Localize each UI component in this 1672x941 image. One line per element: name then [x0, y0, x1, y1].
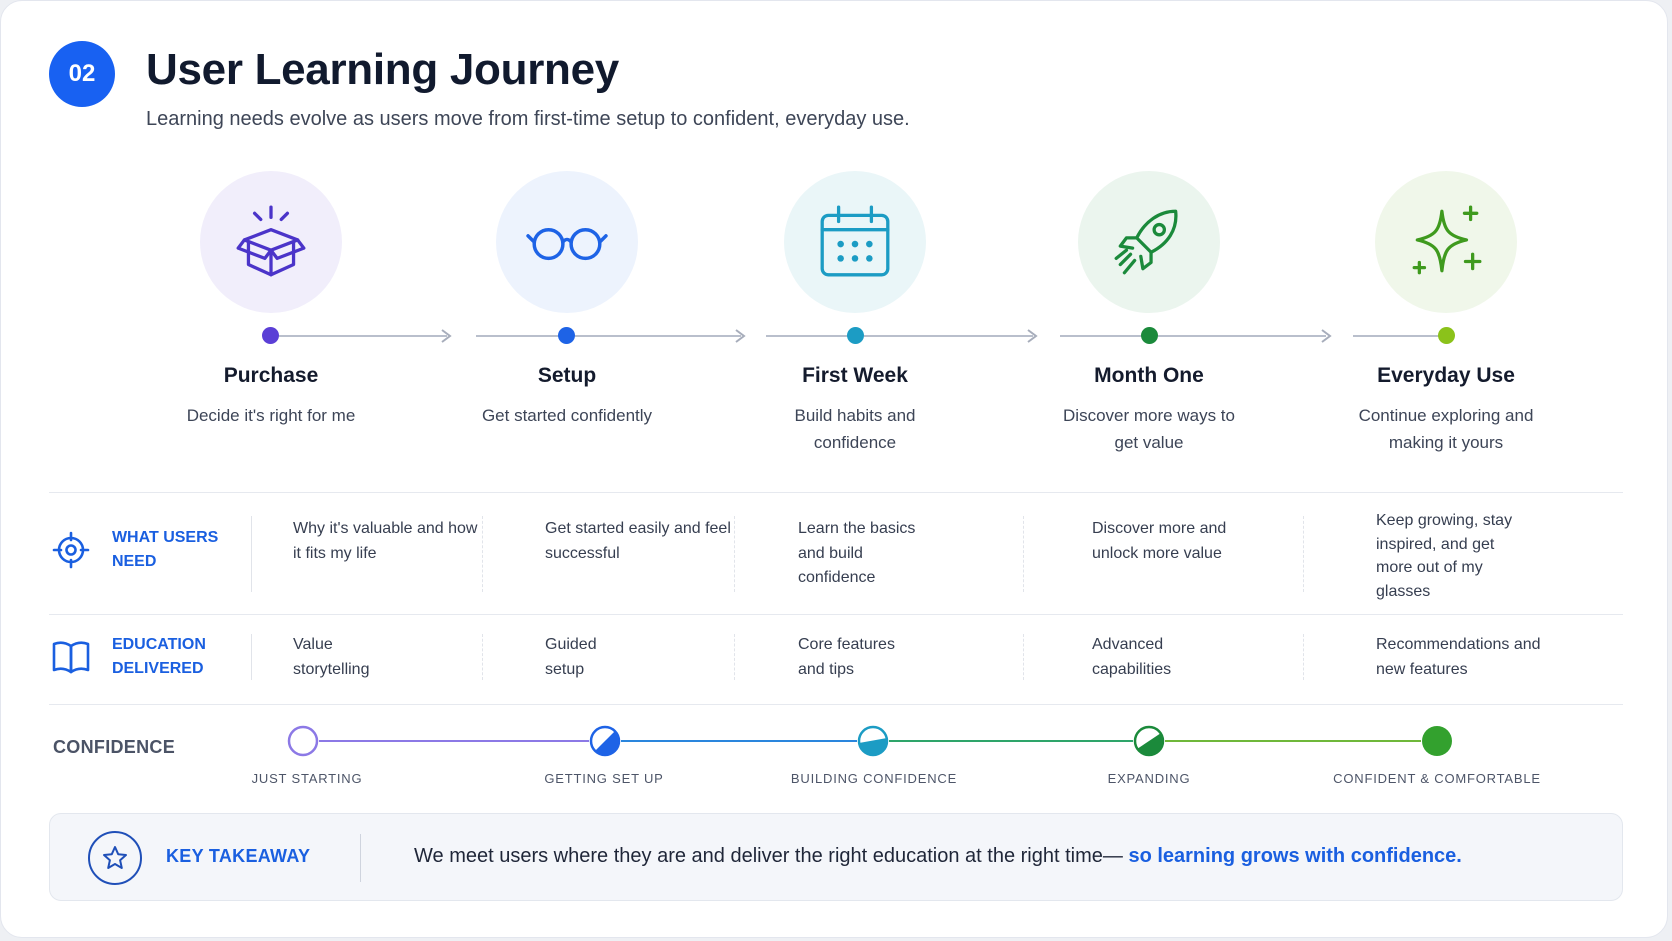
arrow-right-icon — [1321, 329, 1332, 343]
divider — [49, 492, 1623, 493]
confidence-caption: BUILDING CONFIDENCE — [790, 771, 958, 786]
book-icon — [49, 634, 94, 680]
column-separator — [482, 634, 483, 680]
confidence-caption: EXPANDING — [1107, 771, 1191, 786]
stage-everyday-use: Everyday Use Continue exploring and maki… — [1296, 171, 1596, 452]
column-separator — [734, 516, 735, 592]
divider — [360, 834, 361, 882]
column-separator — [251, 634, 252, 680]
education-cell: Value storytelling — [293, 636, 370, 678]
needs-cell: Get started easily and feel successful — [545, 520, 731, 562]
page-title: User Learning Journey — [146, 45, 619, 94]
education-cell: Core features and tips — [798, 636, 895, 678]
divider — [49, 704, 1623, 705]
confidence-connector — [319, 740, 589, 742]
confidence-level-dot — [589, 725, 621, 757]
stage-description: Get started confidently — [481, 406, 653, 425]
confidence-caption: JUST STARTING — [251, 771, 363, 786]
arrow-right-icon — [441, 329, 452, 343]
needs-cell: Why it's valuable and how it fits my lif… — [293, 520, 478, 562]
timeline-dot — [1438, 327, 1455, 344]
timeline-connector — [1353, 335, 1446, 337]
confidence-connector — [621, 740, 857, 742]
stage-month-one: Month One Discover more ways to get valu… — [999, 171, 1299, 452]
stage-description: Discover more ways to get value — [1063, 406, 1235, 452]
timeline-dot — [558, 327, 575, 344]
stage-setup: Setup Get started confidently — [417, 171, 717, 425]
stage-name: Month One — [1094, 364, 1204, 387]
stage-description: Decide it's right for me — [186, 406, 356, 425]
confidence-connector — [1165, 740, 1421, 742]
stage-icon-circle — [784, 171, 926, 313]
timeline-connector — [1158, 335, 1326, 337]
column-separator — [1023, 516, 1024, 592]
key-takeaway-label: KEY TAKEAWAY — [166, 846, 311, 866]
stage-name: First Week — [802, 364, 908, 387]
timeline-connector — [1060, 335, 1148, 337]
arrow-right-icon — [1027, 329, 1038, 343]
rocket-icon — [1114, 209, 1178, 275]
confidence-caption: GETTING SET UP — [544, 771, 664, 786]
confidence-level-dot — [1422, 726, 1452, 756]
stage-icon-circle — [496, 171, 638, 313]
open-box-icon — [236, 205, 306, 277]
confidence-connector — [889, 740, 1133, 742]
stage-name: Purchase — [223, 364, 319, 387]
timeline-connector — [864, 335, 1033, 337]
confidence-level-dot — [287, 725, 319, 757]
column-separator — [482, 516, 483, 592]
timeline-connector — [476, 335, 565, 337]
confidence-caption: CONFIDENT & COMFORTABLE — [1333, 771, 1541, 786]
key-takeaway-text: We meet users where they are and deliver… — [414, 845, 1129, 867]
confidence-level-dot — [1133, 725, 1165, 757]
timeline-connector — [766, 335, 854, 337]
key-takeaway-panel: KEY TAKEAWAY We meet users where they ar… — [49, 813, 1623, 901]
row-label: WHAT USERS NEED — [111, 529, 219, 570]
column-separator — [1303, 634, 1304, 680]
stage-name: Everyday Use — [1377, 364, 1515, 387]
timeline-connector — [575, 335, 741, 337]
confidence-level-dot — [857, 725, 889, 757]
column-separator — [734, 634, 735, 680]
timeline-dot — [847, 327, 864, 344]
timeline-dot — [262, 327, 279, 344]
stage-icon-circle — [1078, 171, 1220, 313]
column-separator — [1303, 516, 1304, 592]
sparkle-icon — [1412, 205, 1482, 275]
education-cell: Guided setup — [545, 636, 597, 678]
needs-cell: Learn the basics and build confidence — [798, 520, 916, 586]
key-takeaway-highlight: so learning grows with confidence. — [1128, 845, 1462, 867]
column-separator — [251, 516, 252, 592]
calendar-icon — [820, 205, 890, 277]
stage-description: Continue exploring and making it yours — [1358, 406, 1534, 452]
key-takeaway-message: We meet users where they are and deliver… — [414, 845, 1462, 868]
stage-first-week: First Week Build habits and confidence — [705, 171, 1005, 452]
star-icon — [88, 831, 142, 885]
timeline-dot — [1141, 327, 1158, 344]
row-label: EDUCATION DELIVERED — [111, 636, 206, 677]
education-cell: Advanced capabilities — [1092, 636, 1172, 678]
stage-name: Setup — [537, 364, 597, 387]
row-header-education: EDUCATION DELIVERED — [49, 633, 239, 681]
stage-description: Build habits and confidence — [794, 406, 916, 452]
needs-cell: Discover more and unlock more value — [1092, 520, 1227, 562]
stage-purchase: Purchase Decide it's right for me — [121, 171, 421, 425]
divider — [49, 614, 1623, 615]
needs-cell: Keep growing, stay inspired, and get mor… — [1376, 512, 1513, 600]
page-subtitle: Learning needs evolve as users move from… — [146, 108, 910, 130]
stage-icon-circle — [1375, 171, 1517, 313]
target-icon — [49, 527, 94, 573]
column-separator — [1023, 634, 1024, 680]
glasses-icon — [526, 227, 608, 261]
stage-icon-circle — [200, 171, 342, 313]
section-number-badge: 02 — [49, 41, 115, 107]
row-header-needs: WHAT USERS NEED — [49, 526, 239, 574]
arrow-right-icon — [735, 329, 746, 343]
timeline-connector — [279, 335, 447, 337]
confidence-label: CONFIDENCE — [53, 737, 176, 757]
education-cell: Recommendations and new features — [1376, 636, 1541, 678]
